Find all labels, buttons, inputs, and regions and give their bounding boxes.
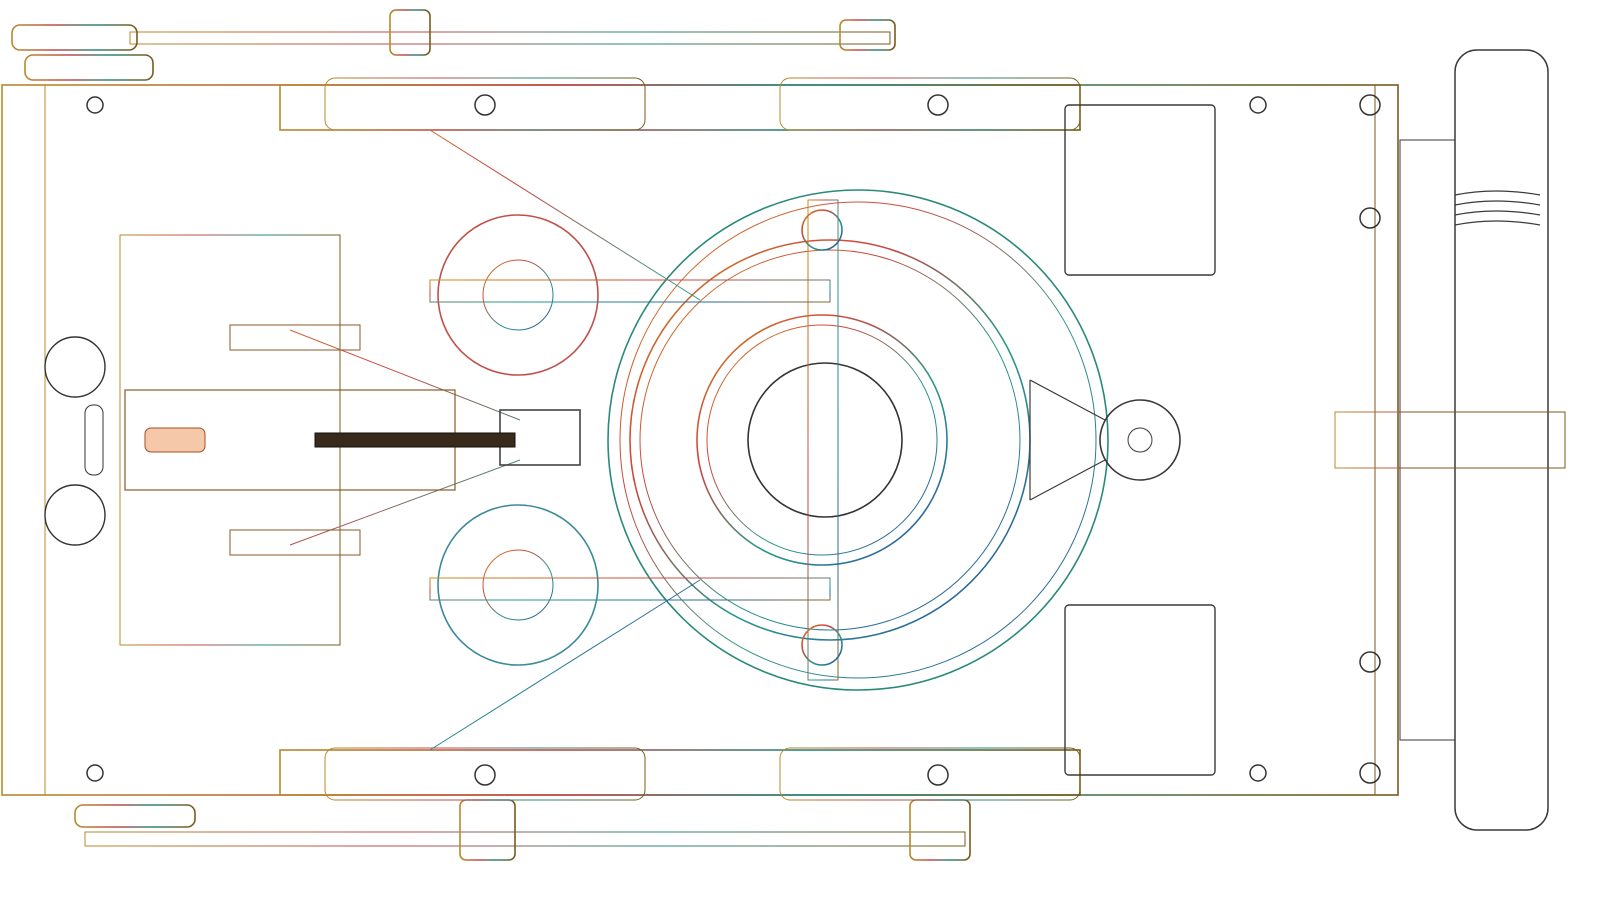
cylinder-slide — [229, 529, 361, 556]
bolt — [1249, 764, 1267, 782]
bottom-guide-bar — [279, 749, 1081, 796]
cylinder — [44, 324, 516, 556]
pivot-arm — [1029, 379, 1106, 501]
bottom-guide-bar — [324, 747, 646, 801]
boiler-ring — [639, 249, 1021, 631]
boiler-ring — [696, 314, 948, 566]
pivot-wheel — [1127, 427, 1153, 453]
boiler — [607, 189, 1109, 691]
boiler-spoke — [807, 199, 839, 681]
bolt — [1359, 651, 1381, 673]
rear-wheel-assembly — [1399, 49, 1565, 831]
bottom-bracket — [459, 799, 516, 861]
bottom-bracket — [909, 799, 971, 861]
bolt — [86, 96, 104, 114]
bolt — [474, 94, 496, 116]
connecting-link — [289, 129, 701, 751]
boiler-ring — [619, 201, 1097, 679]
buffer — [44, 484, 106, 546]
right-pivot — [1029, 104, 1216, 776]
valve-wheel — [437, 214, 599, 376]
bolt — [1359, 94, 1381, 116]
buffer — [44, 336, 106, 398]
valve-wheel — [482, 549, 554, 621]
bolt — [474, 764, 496, 786]
buffer-slot — [84, 404, 104, 476]
boiler-hub — [801, 209, 843, 251]
rear-axle-bar — [1399, 139, 1456, 741]
boiler-hub — [801, 624, 843, 666]
bolt — [1249, 96, 1267, 114]
top-link — [24, 54, 154, 81]
main-frame — [1, 84, 1399, 796]
top-guide-bar — [324, 77, 646, 131]
boiler-ring — [706, 324, 938, 556]
bolt — [1359, 207, 1381, 229]
top-guide-bar — [779, 77, 1081, 131]
bottom-link — [74, 804, 196, 828]
bolt — [927, 764, 949, 786]
bolt — [1359, 762, 1381, 784]
top-guide-bar — [279, 84, 1081, 131]
pivot-bolts — [86, 94, 1381, 786]
right-block — [1064, 604, 1216, 776]
piston-rod — [314, 432, 516, 448]
cross-member — [1334, 411, 1566, 469]
piston-head — [144, 427, 206, 453]
spring-coil — [1454, 190, 1541, 226]
top-link — [11, 24, 138, 51]
frame — [0, 84, 1566, 796]
bottom-rod — [84, 831, 966, 847]
inner-frame — [44, 84, 1376, 796]
top-bracket — [839, 19, 896, 51]
top-rails — [11, 9, 1081, 861]
top-bracket — [389, 9, 431, 56]
eccentric-rod — [429, 577, 831, 601]
boiler-ring — [607, 189, 1109, 691]
bottom-guide-bar — [779, 747, 1081, 801]
cylinder-slide — [229, 324, 361, 351]
boiler-core — [747, 362, 903, 518]
top-rod — [129, 31, 891, 45]
valve-wheel — [437, 504, 599, 666]
pivot-wheel — [1099, 399, 1181, 481]
bolt — [927, 94, 949, 116]
rear-wheel — [1454, 49, 1549, 831]
valve-wheel — [482, 259, 554, 331]
right-block — [1064, 104, 1216, 276]
eccentric-rod — [429, 279, 831, 303]
bolt — [86, 764, 104, 782]
